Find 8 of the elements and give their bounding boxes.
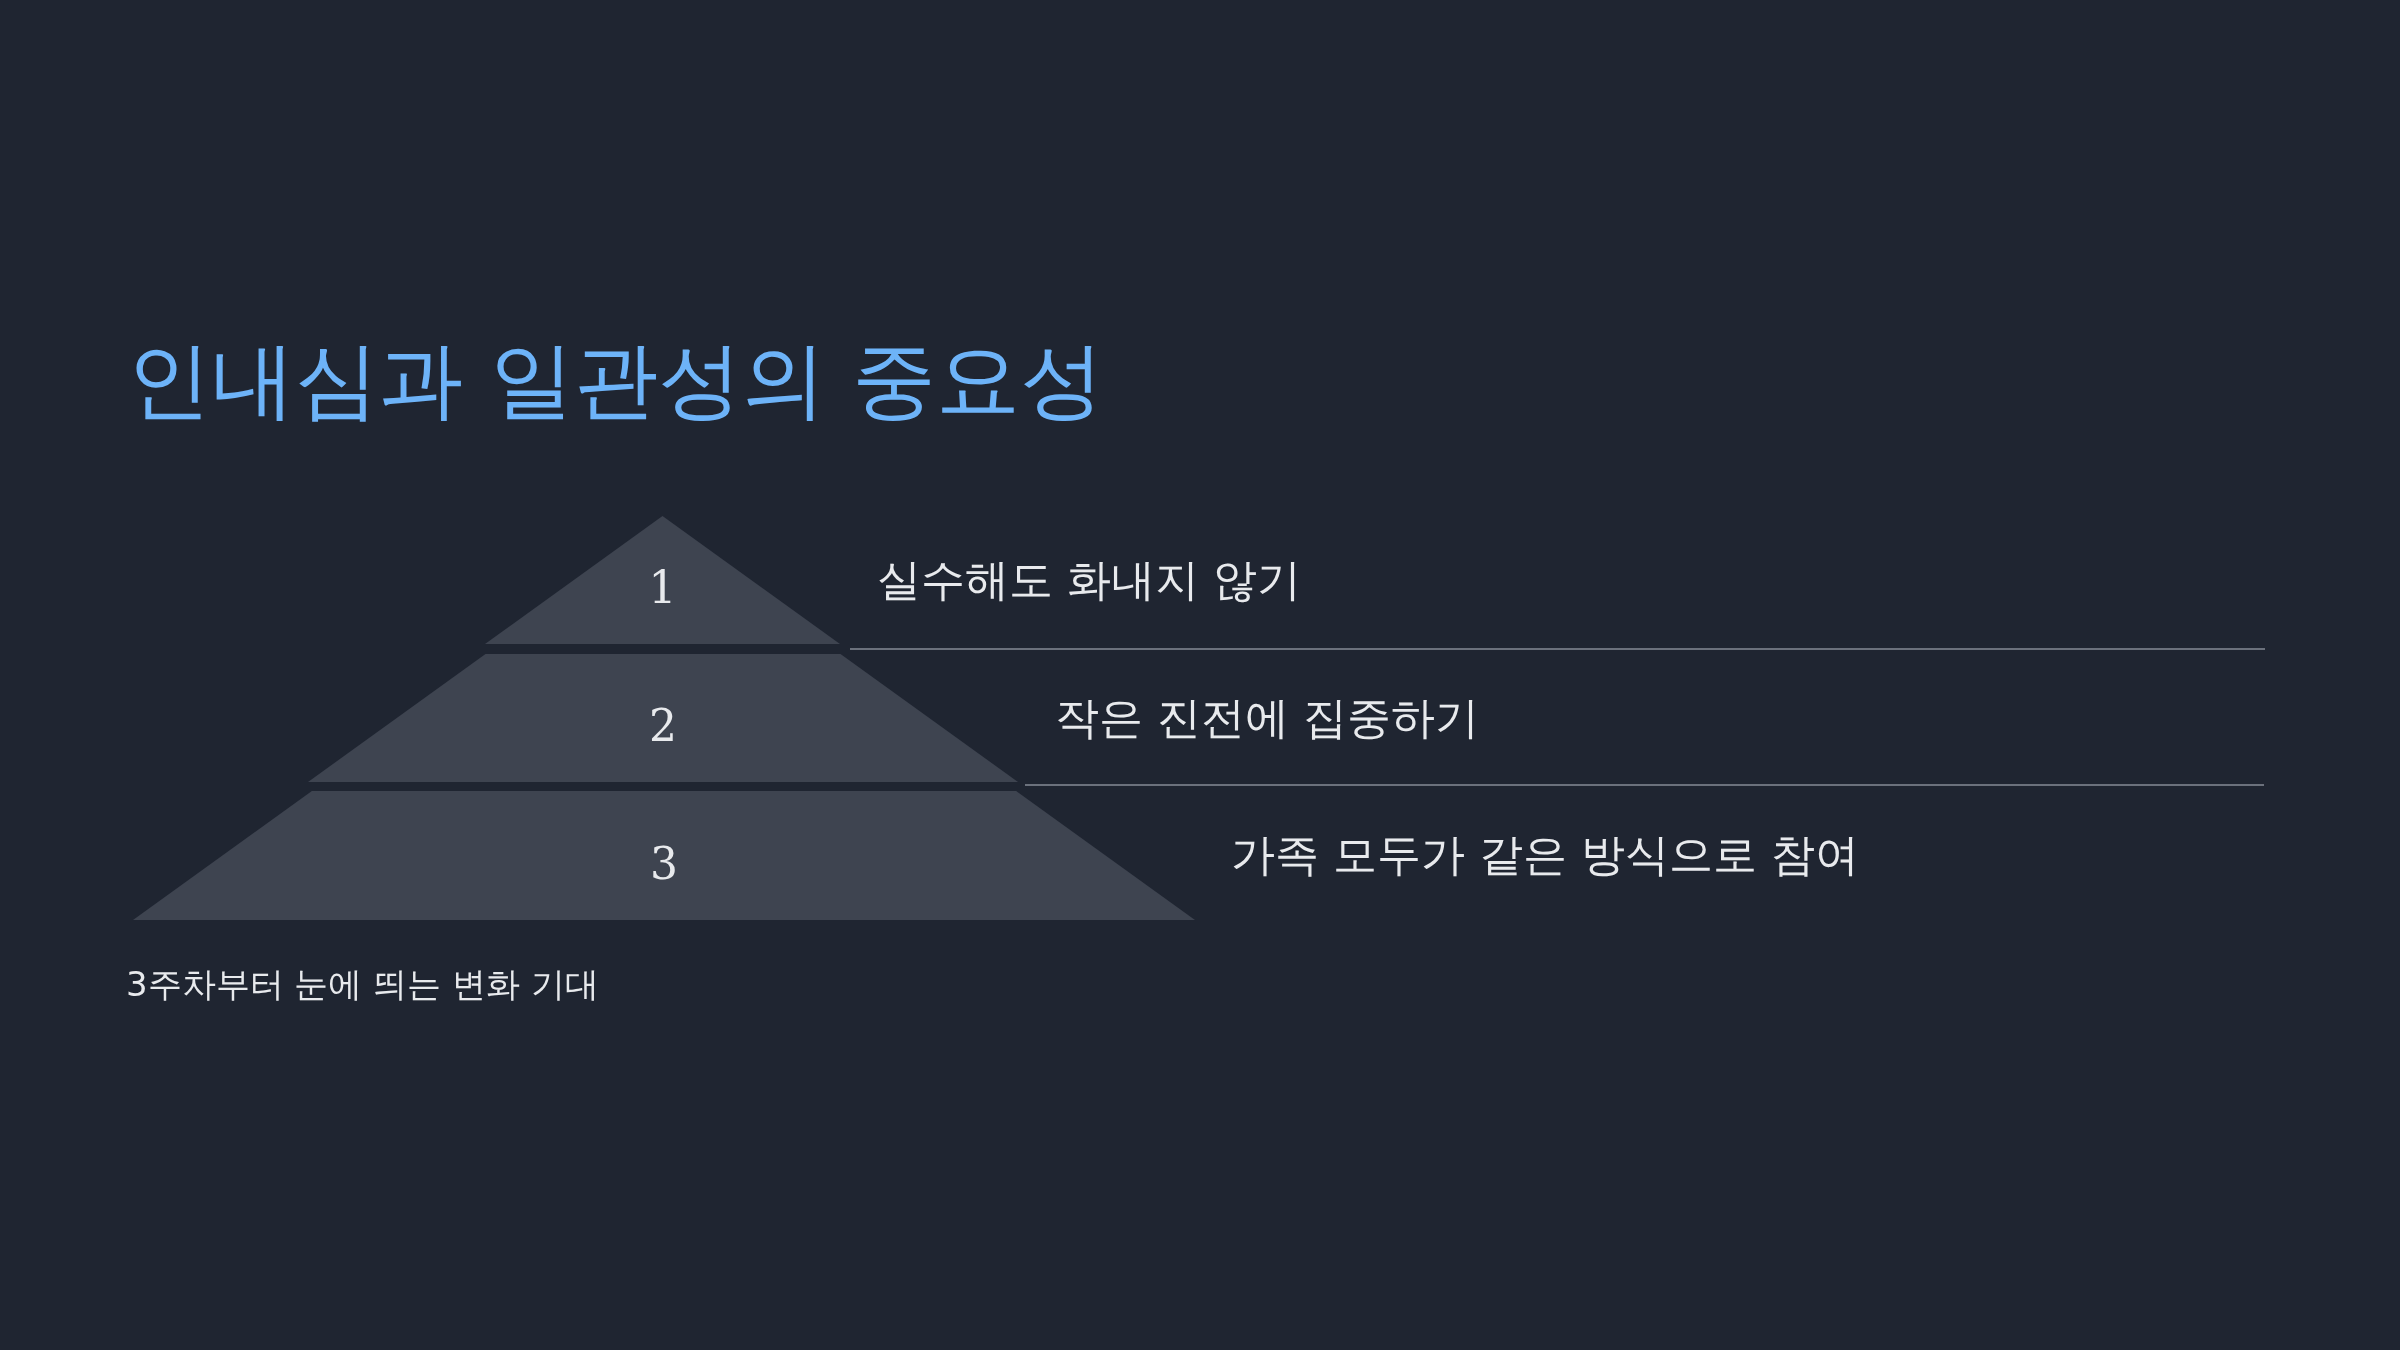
tier-number: 2 — [648, 704, 678, 748]
tier-number: 3 — [649, 841, 679, 886]
note-text: 3주차부터 눈에 띄는 변화 기대 — [126, 963, 599, 1006]
slide-title: 인내심과 일관성의 중요성 — [127, 330, 1105, 431]
tier-number: 1 — [647, 566, 678, 610]
tier-description: 실수해도 화내지 않기 — [877, 554, 1301, 607]
tier-description: 가족 모두가 같은 방식으로 참여 — [1231, 829, 1859, 882]
tier-description: 작은 진전에 집중하기 — [1055, 692, 1479, 745]
